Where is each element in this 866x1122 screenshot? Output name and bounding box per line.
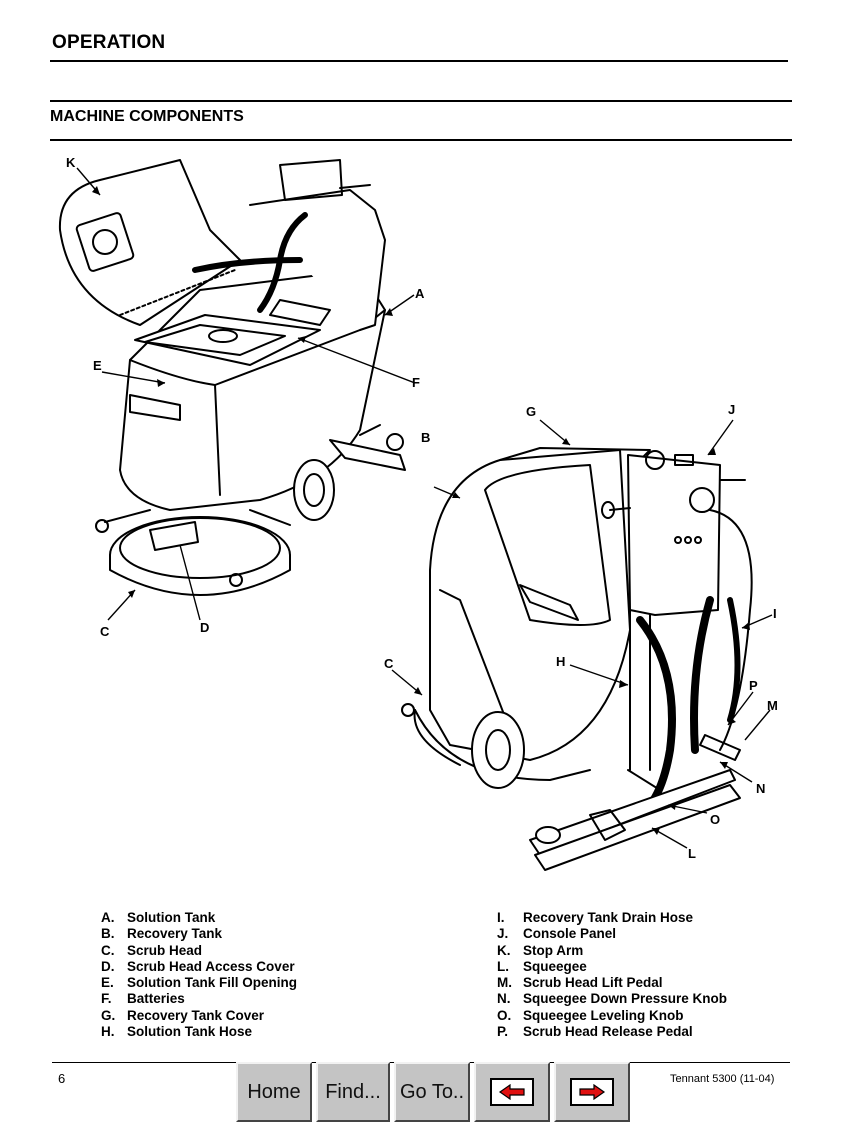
home-label: Home: [247, 1080, 301, 1103]
callout-d: D: [200, 620, 209, 635]
legend-item: F.Batteries: [101, 991, 185, 1007]
callout-b: B: [421, 430, 430, 445]
home-button[interactable]: Home: [236, 1062, 312, 1122]
page-title: OPERATION: [52, 32, 166, 53]
section-title: MACHINE COMPONENTS: [50, 108, 244, 125]
legend-item: M.Scrub Head Lift Pedal: [497, 975, 663, 991]
legend-item: H.Solution Tank Hose: [101, 1024, 253, 1040]
find-label: Find...: [325, 1080, 381, 1103]
callout-o: O: [710, 812, 720, 827]
callout-c-right: C: [384, 656, 394, 671]
legend-item: D.Scrub Head Access Cover: [101, 958, 295, 974]
right-arrow-icon: [570, 1078, 614, 1106]
navigation-bar: Home Find... Go To..: [236, 1062, 630, 1122]
legend-item: C.Scrub Head: [101, 942, 203, 958]
callout-k: K: [66, 155, 76, 170]
legend-item: A.Solution Tank: [101, 910, 216, 925]
legend-item: K.Stop Arm: [497, 942, 584, 958]
legend-item: E.Solution Tank Fill Opening: [101, 975, 297, 991]
legend-item: O.Squeegee Leveling Knob: [497, 1007, 684, 1023]
document-reference: Tennant 5300 (11-04): [670, 1073, 775, 1085]
legend-left: A.Solution Tank B.Recovery Tank C.Scrub …: [101, 910, 297, 1040]
legend-item: B.Recovery Tank: [101, 926, 223, 942]
goto-label: Go To..: [399, 1080, 465, 1103]
legend-item: G.Recovery Tank Cover: [101, 1007, 265, 1023]
legend-item: P.Scrub Head Release Pedal: [497, 1024, 693, 1040]
legend-right: I.Recovery Tank Drain Hose J.Console Pan…: [497, 910, 727, 1040]
previous-page-button[interactable]: [474, 1062, 550, 1122]
callout-f: F: [412, 375, 420, 390]
callout-a: A: [415, 286, 425, 301]
callout-g: G: [526, 404, 536, 419]
callout-m: M: [767, 698, 778, 713]
section-top-rule: [50, 100, 792, 102]
callout-j: J: [728, 402, 735, 417]
find-button[interactable]: Find...: [316, 1062, 390, 1122]
goto-button[interactable]: Go To..: [394, 1062, 470, 1122]
header-rule: [50, 60, 788, 62]
section-bottom-rule: [50, 139, 792, 141]
legend-item: N.Squeegee Down Pressure Knob: [497, 991, 728, 1007]
callout-p: P: [749, 678, 758, 693]
callout-h: H: [556, 654, 565, 669]
legend-item: J.Console Panel: [497, 926, 617, 942]
callout-i: I: [773, 606, 777, 621]
callout-e: E: [93, 358, 102, 373]
left-arrow-icon: [490, 1078, 534, 1106]
legend-item: L.Squeegee: [497, 958, 587, 974]
callout-n: N: [756, 781, 765, 796]
callout-c-left: C: [100, 624, 110, 639]
machine-components-illustration: A B C C D E F G H I J K L M N O P: [58, 155, 778, 871]
legend-item: I.Recovery Tank Drain Hose: [497, 910, 694, 925]
next-page-button[interactable]: [554, 1062, 630, 1122]
callout-l: L: [688, 846, 696, 861]
page-number: 6: [58, 1071, 66, 1086]
